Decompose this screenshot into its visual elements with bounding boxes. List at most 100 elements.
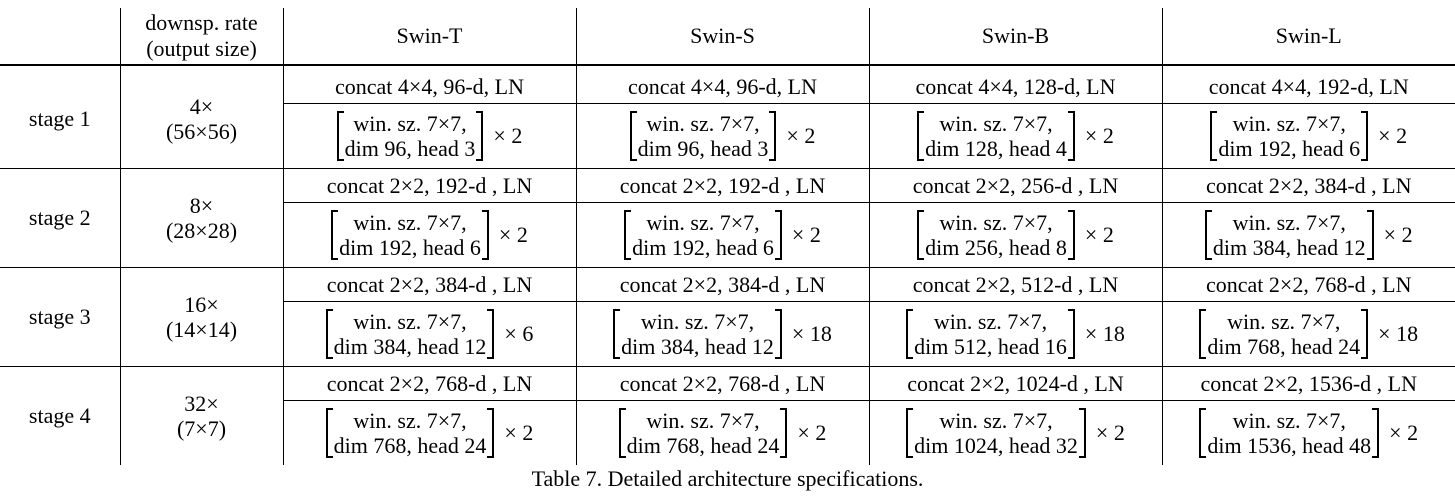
stage-1-output-size: (56×56) [165, 119, 238, 144]
stage-2-swin-b-concat: concat 2×2, 256-d , LN [869, 168, 1163, 203]
stage-2-output-size: (28×28) [165, 218, 238, 243]
stage-3-swin-s-window-size: win. sz. 7×7, [640, 308, 755, 334]
stage-1-swin-l-dim-head: dim 192, head 6 [1218, 136, 1361, 161]
stage-4-swin-s-window-size: win. sz. 7×7, [646, 407, 760, 433]
header-downsample-rate: downsp. rate (output size) [120, 8, 284, 65]
stage-1-swin-l-window-size: win. sz. 7×7, [1232, 110, 1346, 136]
stage-4-output-size: (7×7) [176, 416, 227, 441]
architecture-spec-table: downsp. rate (output size) Swin-T Swin-S… [0, 8, 1455, 465]
stage-1-swin-b-block: win. sz. 7×7,dim 128, head 4 × 2 [869, 103, 1163, 169]
stage-1-swin-b-concat: concat 4×4, 128-d, LN [869, 70, 1163, 104]
stage-3-swin-l-bracket: win. sz. 7×7,dim 768, head 24 [1199, 308, 1369, 360]
stage-1-swin-s-block-spec: win. sz. 7×7,dim 96, head 3 × 2 [629, 110, 816, 162]
stage-4-swin-s-dim-head: dim 768, head 24 [626, 433, 780, 458]
stage-3-swin-b-window-size: win. sz. 7×7, [933, 308, 1048, 334]
stage-3-swin-s-repeat-count: × 18 [791, 321, 832, 347]
stage-3-rate-value: 16× [184, 291, 219, 317]
stage-1-swin-s-repeat-count: × 2 [786, 123, 816, 149]
stage-1-swin-s-bracket: win. sz. 7×7,dim 96, head 3 [629, 110, 777, 162]
stage-4-swin-l-bracket: win. sz. 7×7,dim 1536, head 48 [1199, 407, 1380, 459]
stage-4-swin-b-repeat-count: × 2 [1095, 420, 1125, 446]
stage-4-swin-t-repeat-count: × 2 [504, 420, 534, 446]
stage-4-swin-t-bracket: win. sz. 7×7,dim 768, head 24 [325, 407, 495, 459]
stage-4-swin-l-concat: concat 2×2, 1536-d , LN [1162, 366, 1455, 401]
stage-2-swin-s-concat: concat 2×2, 192-d , LN [576, 168, 870, 203]
stage-4-swin-l-block: win. sz. 7×7,dim 1536, head 48× 2 [1162, 401, 1455, 466]
stage-4-swin-t-window-size: win. sz. 7×7, [353, 407, 467, 433]
stage-4-swin-b-dim-head: dim 1024, head 32 [914, 433, 1078, 458]
stage-3-swin-l-window-size: win. sz. 7×7, [1227, 308, 1341, 334]
stage-2-swin-t-concat: concat 2×2, 192-d , LN [283, 168, 577, 203]
stage-1-swin-t-concat: concat 4×4, 96-d, LN [283, 70, 577, 104]
stage-1-swin-s-block: win. sz. 7×7,dim 96, head 3 × 2 [576, 103, 870, 169]
stage-3-swin-s-concat: concat 2×2, 384-d , LN [576, 267, 870, 302]
stage-1-swin-b-bracket: win. sz. 7×7,dim 128, head 4 [917, 110, 1075, 162]
stage-2-swin-l-dim-head: dim 384, head 12 [1212, 235, 1366, 260]
table-header: downsp. rate (output size) Swin-T Swin-S… [0, 8, 1455, 70]
stage-4-swin-b-block-spec: win. sz. 7×7,dim 1024, head 32× 2 [906, 407, 1125, 459]
stage-3-swin-t-repeat-count: × 6 [504, 321, 534, 347]
stage-2-swin-b-block: win. sz. 7×7,dim 256, head 8× 2 [869, 202, 1163, 268]
stage-2-swin-s-repeat-count: × 2 [791, 222, 821, 248]
stage-1-swin-l-block: win. sz. 7×7,dim 192, head 6 × 2 [1162, 103, 1455, 169]
stage-3-swin-b-block: win. sz. 7×7,dim 512, head 16× 18 [869, 301, 1163, 367]
stage-2-swin-l-window-size: win. sz. 7×7, [1232, 209, 1346, 235]
stage-2-swin-l-block-spec: win. sz. 7×7,dim 384, head 12× 2 [1204, 209, 1413, 261]
stage-1-swin-s-concat: concat 4×4, 96-d, LN [576, 70, 870, 104]
stage-1-swin-s-window-size: win. sz. 7×7, [646, 110, 760, 136]
stage-4-swin-t-concat: concat 2×2, 768-d , LN [283, 366, 577, 401]
stage-2-swin-t-window-size: win. sz. 7×7, [353, 209, 467, 235]
stage-1-swin-t-dim-head: dim 96, head 3 [344, 136, 476, 161]
stage-3-label: stage 3 [0, 267, 121, 367]
stage-4-swin-l-dim-head: dim 1536, head 48 [1207, 433, 1372, 458]
stage-2-swin-t-repeat-count: × 2 [498, 222, 528, 248]
stage-2-swin-s-bracket: win. sz. 7×7,dim 192, head 6 [624, 209, 782, 261]
stage-3-swin-b-concat: concat 2×2, 512-d , LN [869, 267, 1163, 302]
stage-4-swin-s-bracket: win. sz. 7×7,dim 768, head 24 [618, 407, 788, 459]
stage-1-swin-b-repeat-count: × 2 [1084, 123, 1114, 149]
stage-3-swin-t-block: win. sz. 7×7,dim 384, head 12 × 6 [283, 301, 577, 367]
stage-2-swin-t-bracket: win. sz. 7×7,dim 192, head 6 [331, 209, 489, 261]
stage-3-swin-t-dim-head: dim 384, head 12 [333, 334, 487, 359]
stage-3-swin-s-bracket: win. sz. 7×7,dim 384, head 12 [613, 308, 782, 360]
stage-2-rate-value: 8× [189, 192, 214, 218]
stage-1-swin-s-dim-head: dim 96, head 3 [637, 136, 769, 161]
stage-1-label: stage 1 [0, 70, 121, 169]
header-rate-line1: downsp. rate [145, 9, 258, 35]
stage-3-swin-l-block-spec: win. sz. 7×7,dim 768, head 24× 18 [1199, 308, 1418, 360]
stage-4-swin-t-block-spec: win. sz. 7×7,dim 768, head 24 × 2 [325, 407, 534, 459]
stage-1-swin-t-bracket: win. sz. 7×7,dim 96, head 3 [336, 110, 484, 162]
stage-2-swin-b-repeat-count: × 2 [1084, 222, 1114, 248]
stage-2-swin-l-bracket: win. sz. 7×7,dim 384, head 12 [1204, 209, 1374, 261]
stage-1-swin-l-block-spec: win. sz. 7×7,dim 192, head 6 × 2 [1210, 110, 1408, 162]
stage-2-swin-s-window-size: win. sz. 7×7, [646, 209, 760, 235]
stage-3-swin-t-window-size: win. sz. 7×7, [353, 308, 467, 334]
stage-4-swin-s-block: win. sz. 7×7,dim 768, head 24× 2 [576, 400, 870, 465]
stage-2-swin-t-block-spec: win. sz. 7×7,dim 192, head 6 × 2 [331, 209, 528, 261]
stage-2-rate: 8×(28×28) [120, 168, 284, 268]
stage-3-swin-t-bracket: win. sz. 7×7,dim 384, head 12 [325, 308, 495, 360]
stage-4-swin-t-block: win. sz. 7×7,dim 768, head 24 × 2 [283, 400, 577, 465]
stage-4-swin-l-block-spec: win. sz. 7×7,dim 1536, head 48× 2 [1199, 407, 1418, 459]
stage-3-swin-s-block: win. sz. 7×7,dim 384, head 12 × 18 [576, 301, 870, 367]
stage-4-swin-s-concat: concat 2×2, 768-d , LN [576, 366, 870, 401]
stage-1-swin-l-repeat-count: × 2 [1378, 123, 1408, 149]
stage-2-swin-t-dim-head: dim 192, head 6 [339, 235, 481, 260]
stage-3-swin-b-repeat-count: × 18 [1084, 321, 1125, 347]
stage-1-swin-b-block-spec: win. sz. 7×7,dim 128, head 4 × 2 [917, 110, 1114, 162]
stage-2-swin-b-window-size: win. sz. 7×7, [939, 209, 1053, 235]
stage-4-swin-b-concat: concat 2×2, 1024-d , LN [869, 366, 1163, 401]
stage-1-swin-t-window-size: win. sz. 7×7, [353, 110, 467, 136]
stage-2-swin-t-block: win. sz. 7×7,dim 192, head 6 × 2 [283, 202, 577, 268]
stage-2-label: stage 2 [0, 168, 121, 268]
stage-3-swin-t-block-spec: win. sz. 7×7,dim 384, head 12 × 6 [325, 308, 534, 360]
stage-4-swin-s-block-spec: win. sz. 7×7,dim 768, head 24× 2 [618, 407, 826, 459]
stage-1-swin-b-dim-head: dim 128, head 4 [925, 136, 1067, 161]
stage-4-label: stage 4 [0, 366, 121, 465]
stage-3-swin-l-concat: concat 2×2, 768-d , LN [1162, 267, 1455, 302]
